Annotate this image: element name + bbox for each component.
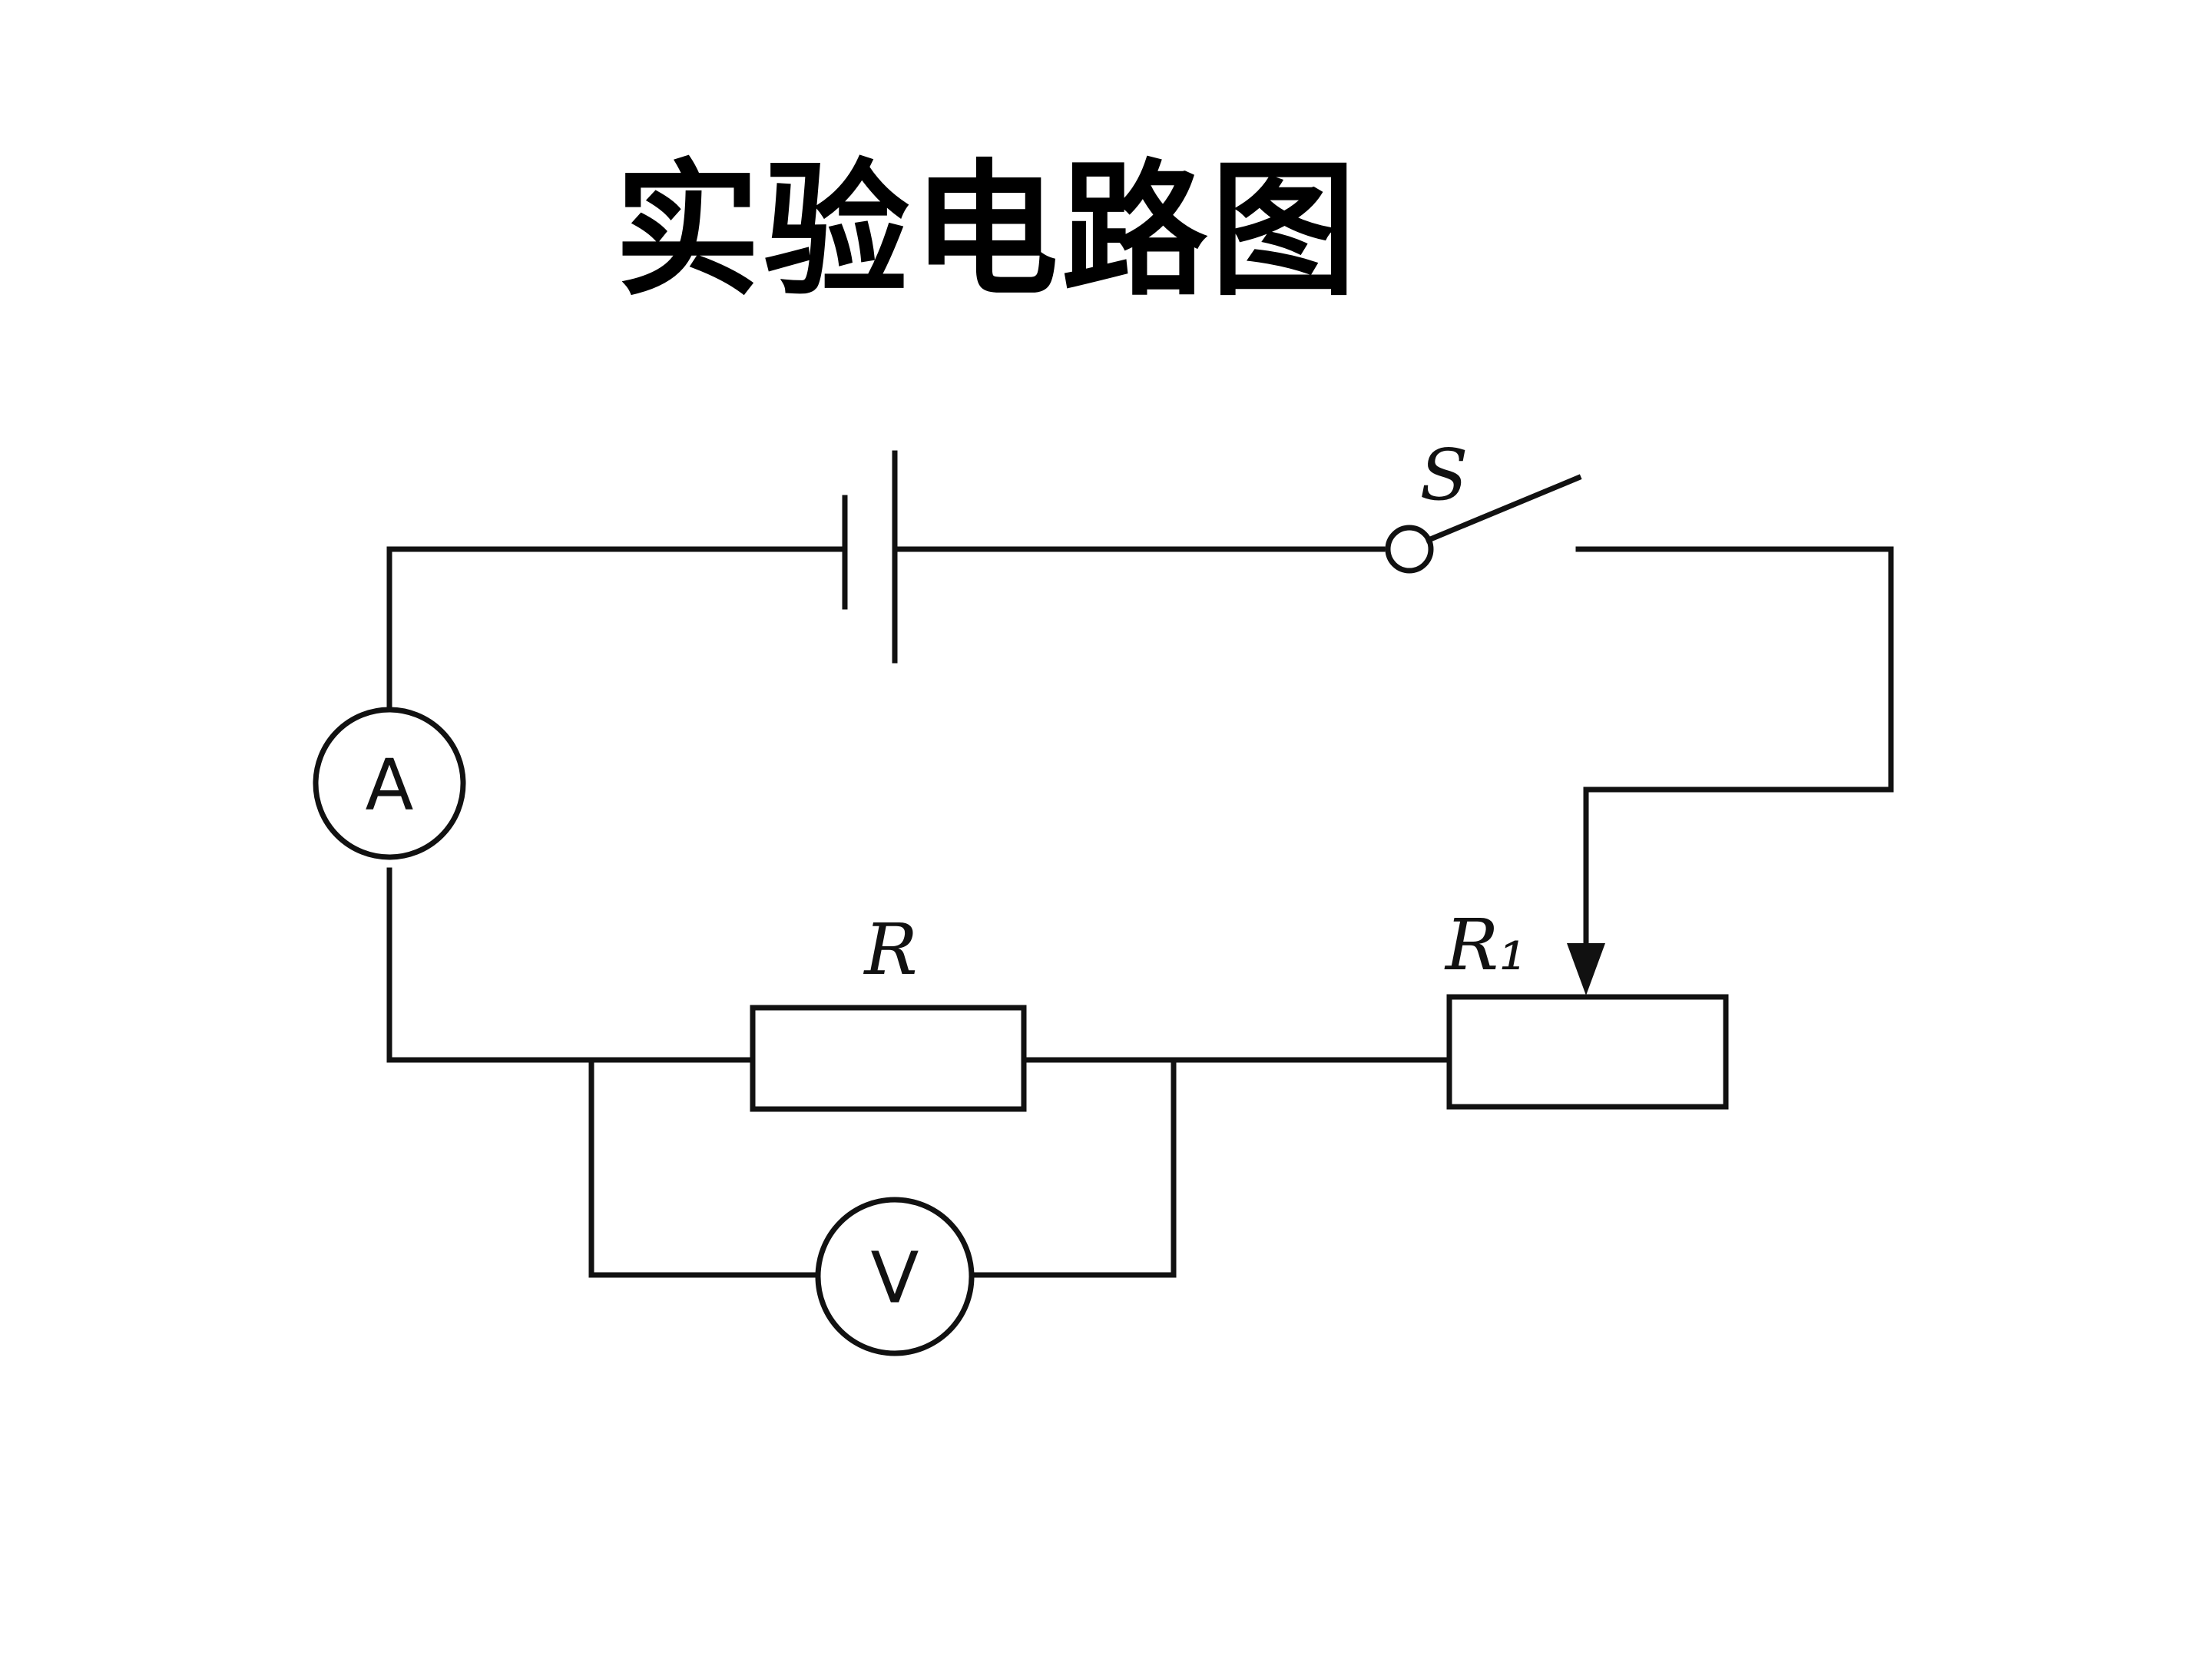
ammeter-circle — [313, 707, 466, 860]
rheostat-body — [1446, 994, 1729, 1110]
wire-left-bottom — [386, 867, 756, 1063]
switch-pivot — [1385, 525, 1434, 574]
battery — [842, 450, 898, 664]
rheostat-slider-arrow[interactable] — [1567, 943, 1605, 995]
voltmeter: V — [815, 1197, 975, 1356]
ammeter: A — [313, 707, 466, 860]
switch-blade[interactable] — [1425, 474, 1582, 544]
wire-voltmeter-branch-right — [971, 1057, 1177, 1278]
switch[interactable]: S — [1385, 434, 1582, 574]
wires — [386, 546, 1894, 1278]
resistor: R — [750, 909, 1027, 1112]
ammeter-symbol: A — [366, 744, 414, 826]
voltmeter-symbol: V — [871, 1237, 919, 1320]
voltmeter-circle — [815, 1197, 975, 1356]
page-title: 实验电路图 — [614, 144, 1360, 316]
resistor-label: R — [863, 909, 917, 991]
wire-voltmeter-branch-left — [588, 1057, 817, 1278]
rheostat-label: R₁ — [1444, 904, 1527, 986]
wire-top-right — [1575, 546, 1894, 955]
rheostat[interactable]: R₁ — [1444, 904, 1729, 1110]
resistor-body — [750, 1005, 1027, 1112]
switch-label: S — [1419, 434, 1468, 516]
